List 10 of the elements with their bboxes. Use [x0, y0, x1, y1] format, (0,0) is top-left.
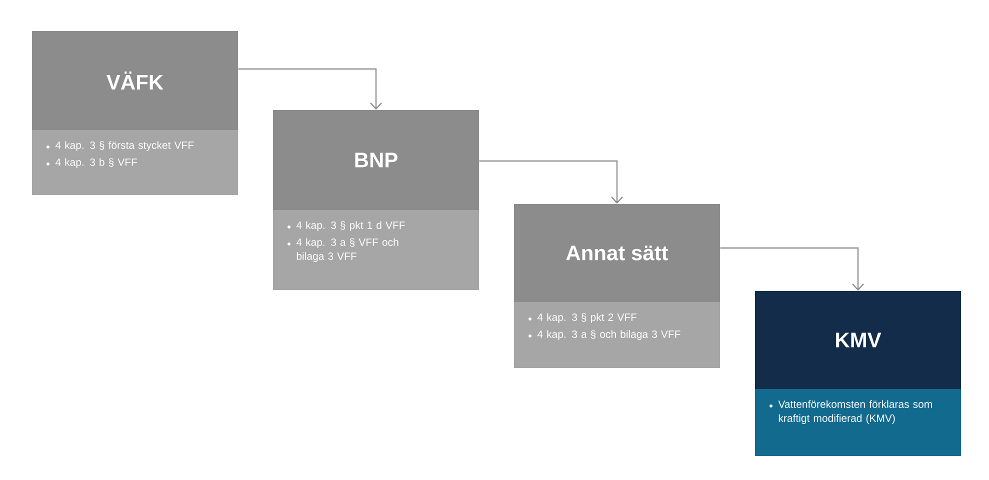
bullet-item: 4 kap. 3 a § och bilaga 3 VFF: [528, 330, 680, 340]
bullet-item: 4 kap. 3 § första stycket VFF: [46, 141, 194, 151]
arrow: [720, 247, 864, 291]
bullet-item: 4 kap. 3 § pkt 2 VFF: [528, 313, 637, 323]
bullet-item: 4 kap. 3 b § VFF: [46, 158, 138, 168]
arrow: [238, 68, 382, 110]
bullet-item: Vattenförekomsten förklaras som kraftigt modifierad (KMV): [770, 400, 932, 424]
bullet-item: 4 kap. 3 § pkt 1 d VFF: [288, 221, 405, 231]
arrow: [479, 160, 623, 204]
bullet-item: 4 kap. 3 a § VFF och bilaga 3 VFF: [288, 238, 398, 262]
